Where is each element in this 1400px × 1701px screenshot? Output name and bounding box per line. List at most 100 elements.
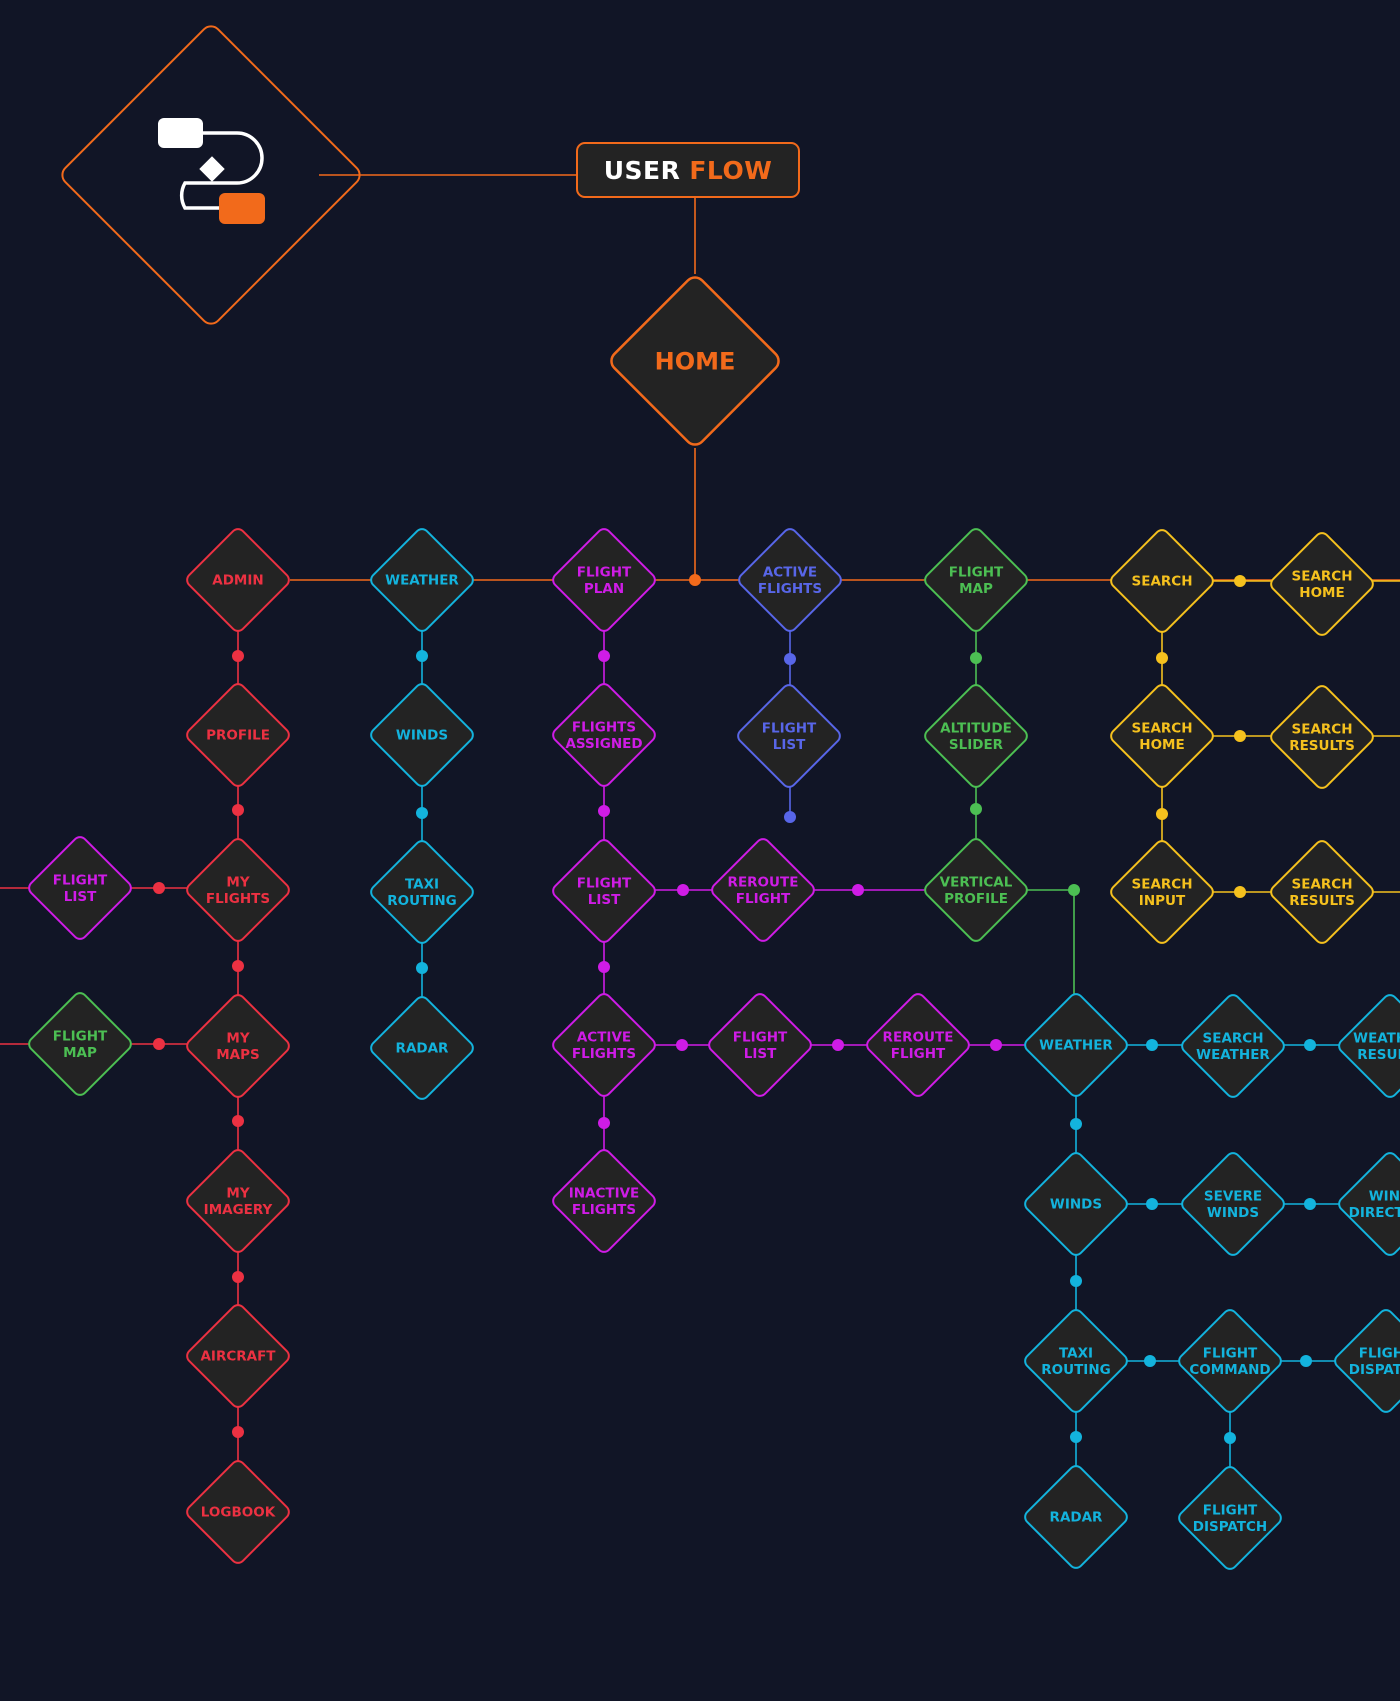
node-diamond [1110,840,1214,944]
flow-node-radar: RADAR [370,996,474,1100]
node-label: FLIGHT [577,565,632,581]
node-diamond [924,684,1028,788]
connector-dot [1224,1432,1236,1444]
flow-node-weather: WEATHER [370,528,474,632]
node-label: LOGBOOK [201,1505,276,1521]
node-label: SEVERE [1204,1189,1262,1205]
connector-dot [416,650,428,662]
node-label: FLIGHTS [758,581,822,597]
node-diamond [866,993,970,1097]
node-diamond [186,838,290,942]
connector-dot [784,653,796,665]
node-label: SEARCH [1132,877,1193,893]
node-diamond [370,840,474,944]
flow-node-radar-2: RADAR [1024,1465,1128,1569]
node-diamond [711,838,815,942]
node-diamond [1338,994,1400,1098]
connector-dot [676,1039,688,1051]
node-label: FLIGHTS [206,891,270,907]
node-label: SEARCH [1292,877,1353,893]
node-label: FLIGHT [736,891,791,907]
node-diamond [924,528,1028,632]
node-diamond [1024,1309,1128,1413]
node-label: REROUTE [728,875,799,891]
node-label: ADMIN [212,573,263,589]
connector-dot [990,1039,1002,1051]
connector-dot [598,1117,610,1129]
node-label: FLIGHT [891,1046,946,1062]
node-diamond [28,836,132,940]
node-label: ROUTING [1041,1362,1110,1378]
flow-node-weather-results: WEATHERRESULTS [1338,994,1400,1098]
node-label: FLIGHT [53,873,108,889]
node-label: HOME [1299,585,1344,601]
node-label: ROUTING [387,893,456,909]
connector-dot [232,1426,244,1438]
node-diamond [737,684,841,788]
connector-dot [416,962,428,974]
node-label: TAXI [405,877,439,893]
node-label: LIST [744,1046,777,1062]
node-label: FLIGHT [577,876,632,892]
node-label: WEATHER [1196,1047,1270,1063]
node-diamond [370,528,474,632]
node-label: ALTITUDE [940,721,1012,737]
node-label: INACTIVE [569,1186,640,1202]
node-diamond [552,993,656,1097]
node-label: WEATHER [1353,1031,1400,1047]
node-diamond [552,839,656,943]
node-diamond [552,528,656,632]
connector-dot [689,574,701,586]
title-user: USER [603,155,681,185]
node-label: LIST [773,737,806,753]
connector-dot [970,803,982,815]
node-diamond [186,1304,290,1408]
node-label: RESULTS [1357,1047,1400,1063]
node-label: FLIGHT [53,1029,108,1045]
node-label: PROFILE [206,728,270,744]
connector-dot [1234,575,1246,587]
node-label: MY [226,1186,249,1202]
node-label: INPUT [1139,893,1186,909]
node-label: MY [226,1031,249,1047]
node-label: FLIGHT [1359,1346,1400,1362]
connector-dot [1146,1039,1158,1051]
flow-node-logbook: LOGBOOK [186,1460,290,1564]
connector-dot [1146,1198,1158,1210]
connector-dot [1304,1039,1316,1051]
node-label: HOME [1139,737,1184,753]
node-diamond [1270,840,1374,944]
flow-node-winds-2: WINDS [1024,1152,1128,1256]
node-label: AIRCRAFT [200,1349,276,1365]
node-diamond [1181,994,1285,1098]
node-diamond [924,838,1028,942]
connector-dot [1300,1355,1312,1367]
connector-dot [153,882,165,894]
node-label: ASSIGNED [565,736,642,752]
node-diamond [1024,1152,1128,1256]
node-diamond [1181,1152,1285,1256]
node-diamond [1270,532,1374,636]
node-label: HOME [655,347,736,375]
node-diamond [738,528,842,632]
